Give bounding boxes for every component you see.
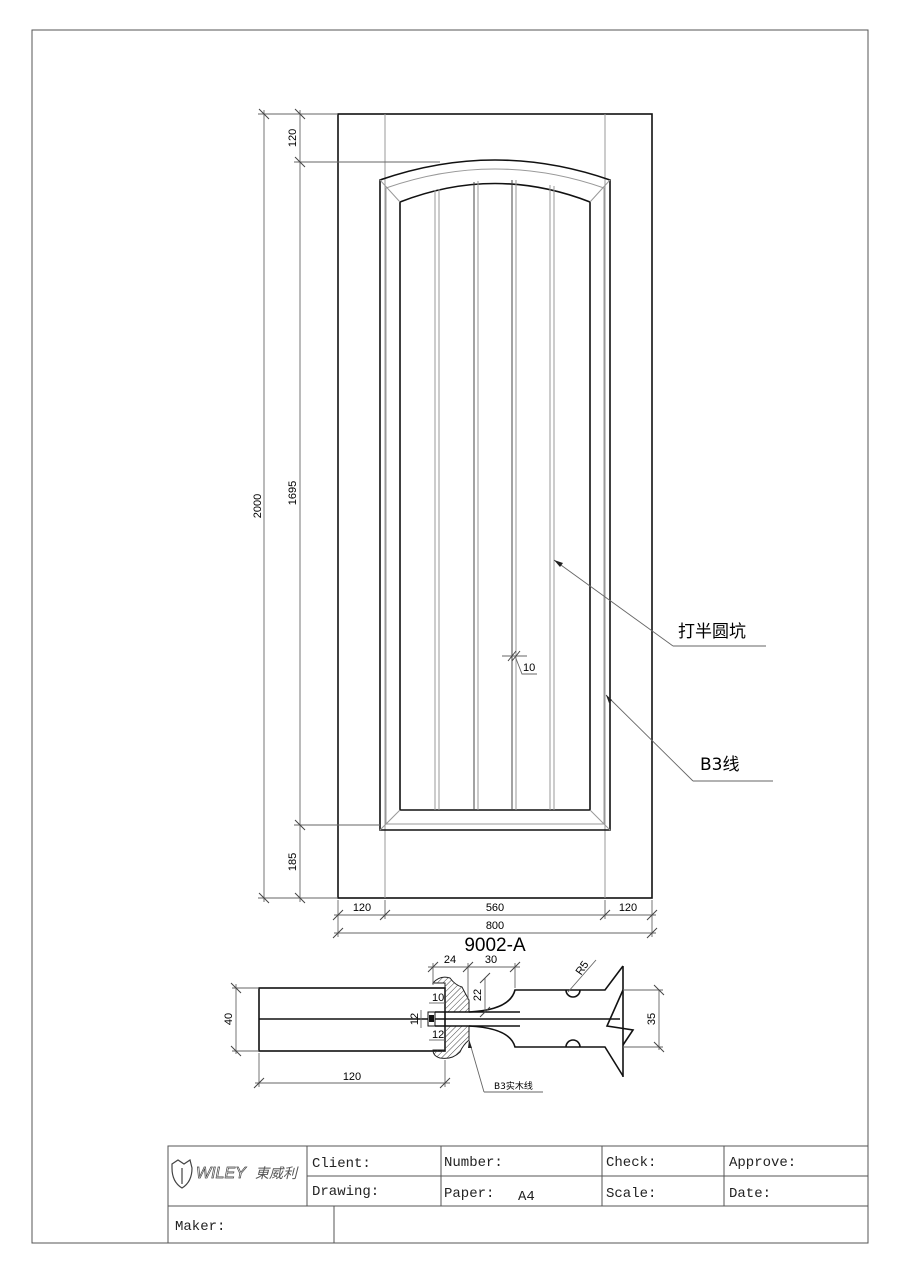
molding-outer (379, 159, 611, 831)
scale-label: Scale: (606, 1186, 656, 1202)
logo-text: WILEY (196, 1165, 247, 1182)
molding-callout: B3线 (605, 694, 773, 782)
miter-br (589, 809, 611, 831)
logo-cn-text: 東威利 (255, 1166, 299, 1182)
dim-groove-width: 10 (523, 662, 535, 674)
dim-molding-width: 24 (444, 954, 456, 966)
number-label: Number: (444, 1155, 503, 1171)
panel-end-tongue (605, 989, 635, 1046)
dim-thickness: 40 (223, 1013, 235, 1025)
callout-molding-label: B3线 (700, 755, 739, 775)
paper-value: A4 (518, 1189, 535, 1205)
radius-notch-top (565, 989, 581, 998)
dim-groove-depth: 12 (432, 1029, 444, 1041)
model-title: 9002-A (464, 935, 526, 956)
dim-panel-thickness: 35 (646, 1013, 658, 1025)
molding-bottom-profile (432, 1025, 470, 1059)
tongue-fill (429, 1015, 434, 1022)
callout-groove-label: 打半圆坑 (678, 622, 746, 642)
client-label: Client: (312, 1156, 371, 1172)
dim-tongue-width: 12 (409, 1013, 421, 1025)
check-label: Check: (606, 1155, 656, 1171)
dim-total-width: 800 (486, 920, 504, 932)
dim-total-height: 2000 (252, 494, 264, 518)
title-block: WILEY 東威利 Client: Number: Check: Approve… (167, 1145, 869, 1244)
section-callout: B3实木线 (468, 1039, 543, 1093)
panel-top-profile (468, 965, 624, 1013)
callout-section-label: B3实木线 (494, 1080, 533, 1092)
horizontal-dimensions: 120 560 120 800 (332, 900, 658, 939)
date-label: Date: (729, 1186, 771, 1202)
dim-bottom-rail: 185 (287, 853, 299, 871)
section-dimensions: 40 120 24 30 22 R5 35 10 12 12 (223, 954, 665, 1089)
drawing-label: Drawing: (312, 1184, 379, 1200)
dim-tongue-depth: 10 (432, 992, 444, 1004)
radius-notch-bottom (565, 1039, 581, 1048)
dim-panel-height: 1695 (287, 481, 299, 505)
dim-top-rail: 120 (287, 129, 299, 147)
dim-right-stile: 120 (619, 902, 637, 914)
groove-callout: 打半圆坑 (553, 559, 766, 647)
dim-profile-width: 30 (485, 954, 497, 966)
panel-bottom-profile (468, 1025, 624, 1077)
molding-mid (385, 168, 605, 825)
shield-icon (171, 1159, 193, 1189)
dim-stile-width: 120 (343, 1071, 361, 1083)
approve-label: Approve: (729, 1155, 796, 1171)
company-logo: WILEY 東威利 (171, 1159, 299, 1189)
paper-label: Paper: (444, 1186, 494, 1202)
front-view: 120 2000 1695 185 120 560 120 800 10 (252, 108, 773, 956)
dim-panel-width: 560 (486, 902, 504, 914)
door-outline (337, 113, 653, 899)
molding-top-profile (431, 976, 470, 1013)
vertical-dimensions: 120 2000 1695 185 (252, 108, 440, 904)
miter-tl (379, 179, 401, 203)
section-view: 40 120 24 30 22 R5 35 10 12 12 (223, 954, 665, 1093)
miter-bl (379, 809, 401, 831)
miter-tr (589, 179, 611, 203)
maker-label: Maker: (175, 1219, 225, 1235)
dim-profile-depth: 22 (472, 989, 484, 1001)
groove-width-dim: 10 (502, 650, 537, 675)
dim-radius: R5 (574, 959, 592, 977)
panel-inner (399, 182, 591, 811)
grooves (434, 180, 555, 810)
dim-left-stile: 120 (353, 902, 371, 914)
